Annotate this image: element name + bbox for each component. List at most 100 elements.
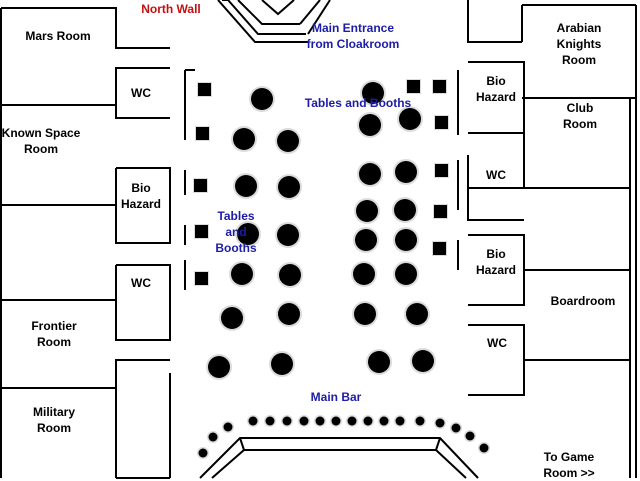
round-table bbox=[412, 350, 434, 372]
round-table bbox=[395, 263, 417, 285]
round-table bbox=[356, 200, 378, 222]
booth bbox=[195, 225, 208, 238]
round-table bbox=[208, 356, 230, 378]
round-table bbox=[277, 130, 299, 152]
wall-segment bbox=[468, 61, 525, 134]
bar-stool bbox=[451, 423, 461, 433]
booth bbox=[196, 127, 209, 140]
round-table bbox=[354, 303, 376, 325]
round-table bbox=[353, 263, 375, 285]
round-table bbox=[251, 88, 273, 110]
bar-stool bbox=[363, 416, 373, 426]
bar-counter-line bbox=[239, 437, 245, 451]
booth bbox=[433, 242, 446, 255]
tables-and-booths bbox=[194, 80, 448, 378]
bar-stool bbox=[282, 416, 292, 426]
main-entrance-label[interactable]: Main Entrance from Cloakroom bbox=[306, 21, 400, 51]
main-bar-counter bbox=[199, 437, 479, 479]
round-table bbox=[221, 307, 243, 329]
round-table bbox=[368, 351, 390, 373]
bar-stool bbox=[315, 416, 325, 426]
wall-segment bbox=[467, 155, 524, 221]
bar-stool bbox=[395, 416, 405, 426]
round-table bbox=[235, 175, 257, 197]
archway-line bbox=[261, 0, 295, 16]
room-wc-right-bottom[interactable]: WC bbox=[487, 336, 507, 350]
bar-stool bbox=[331, 416, 341, 426]
round-table bbox=[279, 264, 301, 286]
wall-segment bbox=[1, 359, 170, 389]
bar-stool bbox=[248, 416, 258, 426]
room-wc-left-bottom[interactable]: WC bbox=[131, 276, 151, 290]
room-arabian-knights[interactable]: Arabian Knights Room bbox=[556, 21, 602, 67]
round-table bbox=[355, 229, 377, 251]
booth bbox=[433, 80, 446, 93]
room-frontier[interactable]: Frontier Room bbox=[31, 319, 77, 349]
room-known-space[interactable]: Known Space Room bbox=[1, 126, 81, 156]
north-wall-label: North Wall bbox=[141, 2, 201, 16]
bar-stool bbox=[435, 418, 445, 428]
bar-stool bbox=[299, 416, 309, 426]
round-table bbox=[278, 176, 300, 198]
room-club[interactable]: Club Room bbox=[563, 101, 597, 131]
round-table bbox=[395, 161, 417, 183]
bar-counter-line bbox=[211, 449, 467, 479]
round-table bbox=[359, 163, 381, 185]
bar-counter-line bbox=[435, 437, 441, 451]
round-table bbox=[399, 108, 421, 130]
room-bio-hazard-left[interactable]: Bio Hazard bbox=[120, 181, 162, 211]
bar-stool bbox=[465, 431, 475, 441]
tables-booths-right-label: Tables and Booths bbox=[304, 96, 412, 110]
archway-line bbox=[307, 0, 331, 35]
wall-segment bbox=[115, 264, 171, 341]
round-table bbox=[278, 303, 300, 325]
wall-segment bbox=[115, 167, 171, 244]
bar-stool bbox=[479, 443, 489, 453]
wall-segment bbox=[115, 68, 170, 119]
bar-counter-line bbox=[199, 437, 479, 479]
booth bbox=[198, 83, 211, 96]
round-table bbox=[277, 224, 299, 246]
booth bbox=[435, 116, 448, 129]
booth bbox=[195, 272, 208, 285]
bar-stools bbox=[197, 415, 490, 459]
wall-segment bbox=[467, 0, 522, 43]
bar-stool bbox=[208, 432, 218, 442]
round-table bbox=[394, 199, 416, 221]
round-table bbox=[359, 114, 381, 136]
archway-line bbox=[217, 0, 308, 43]
bar-stool bbox=[379, 416, 389, 426]
round-table bbox=[231, 263, 253, 285]
room-mars[interactable]: Mars Room bbox=[25, 29, 91, 43]
archway-line bbox=[227, 0, 306, 35]
booth bbox=[194, 179, 207, 192]
bar-stool bbox=[265, 416, 275, 426]
booth bbox=[434, 205, 447, 218]
main-entrance-archway bbox=[217, 0, 331, 43]
bar-stool bbox=[198, 448, 208, 458]
round-table bbox=[233, 128, 255, 150]
room-boardroom[interactable]: Boardroom bbox=[550, 294, 616, 308]
room-bio-hazard-right-top[interactable]: Bio Hazard bbox=[475, 74, 517, 104]
round-table bbox=[237, 223, 259, 245]
archway-line bbox=[237, 0, 300, 25]
round-table bbox=[362, 82, 384, 104]
room-bio-hazard-right-bottom[interactable]: Bio Hazard bbox=[475, 247, 517, 277]
main-bar-label[interactable]: Main Bar bbox=[310, 390, 362, 404]
tables-booths-left-label: Tables and Booths bbox=[215, 209, 257, 255]
archway-line bbox=[299, 0, 321, 25]
bar-stool bbox=[223, 422, 233, 432]
room-military[interactable]: Military Room bbox=[32, 405, 76, 435]
room-wc-right-top[interactable]: WC bbox=[486, 168, 506, 182]
bar-stool bbox=[347, 416, 357, 426]
round-table bbox=[271, 353, 293, 375]
round-table bbox=[395, 229, 417, 251]
booth bbox=[435, 164, 448, 177]
bar-stool bbox=[415, 416, 425, 426]
round-table bbox=[406, 303, 428, 325]
room-wc-left-top[interactable]: WC bbox=[131, 86, 151, 100]
booth bbox=[407, 80, 420, 93]
to-game-room-link[interactable]: To Game Room >> bbox=[543, 450, 595, 480]
